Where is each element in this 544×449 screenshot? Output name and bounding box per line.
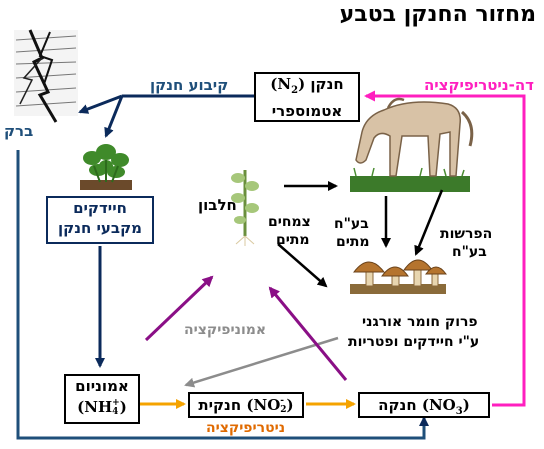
label-dead-plants-2: מתים xyxy=(276,232,310,248)
node-nitrate: חנקה (NO3) xyxy=(358,392,490,418)
label-clover: חלבון xyxy=(198,196,237,214)
ammonium-formula: (NH+4) xyxy=(77,398,127,417)
clover-image xyxy=(231,170,259,246)
atmospheric-nitrogen-line2: אטמוספרי xyxy=(271,102,343,120)
label-nitrogen-fixation: קיבוע חנקן xyxy=(150,76,229,94)
arrow-nitrate-uptake xyxy=(268,286,348,381)
label-decomposition-2: ע"י חיידקים ופטריות xyxy=(348,334,480,350)
nitrite-label: חנקית xyxy=(198,396,242,414)
label-ammonification: אמוניפיקציה xyxy=(184,322,267,338)
fixing-plant-image xyxy=(80,144,132,190)
arrow-dead-plants xyxy=(277,243,328,288)
label-nitrification: ניטריפיקציה xyxy=(206,420,286,436)
arrow-excretions xyxy=(414,189,444,256)
arrow-ammonification xyxy=(184,336,339,388)
atmospheric-nitrogen-label: חנקן xyxy=(310,75,344,93)
nitrate-label: חנקה xyxy=(378,396,417,414)
nitrate-formula: (NO3) xyxy=(421,396,470,417)
arrow-fixation xyxy=(78,94,254,138)
arrow-lightning-nitrate xyxy=(16,150,429,440)
label-dead-animals-1: בע"ח xyxy=(334,216,369,232)
label-excretions-2: בע"ח xyxy=(452,244,487,260)
mushrooms-image xyxy=(350,259,447,294)
page-title: מחזור החנקן בטבע xyxy=(339,2,536,27)
horse-image xyxy=(350,97,474,192)
label-decomposition-1: פרוק חומר אורגני xyxy=(362,314,478,330)
label-excretions-1: הפרשות xyxy=(440,226,493,242)
label-dead-plants-1: צמחים xyxy=(268,214,311,230)
lightning-sketch-image xyxy=(14,29,78,123)
arrow-ammonium-uptake xyxy=(144,275,214,342)
node-ammonium: אמוניום (NH+4) xyxy=(64,374,140,424)
label-lightning: ברק xyxy=(4,122,34,140)
node-atmospheric-nitrogen: חנקן (N2) אטמוספרי xyxy=(254,72,360,122)
node-fixing-bacteria: חיידקים מקבעי חנקן xyxy=(46,196,154,244)
label-dead-animals-2: מתים xyxy=(336,234,370,250)
fixing-bacteria-line2: מקבעי חנקן xyxy=(58,219,142,237)
node-nitrite: חנקית (NO-2) xyxy=(188,392,304,418)
nitrite-formula: (NO-2) xyxy=(246,396,294,415)
label-denitrification: דה-ניטריפיקציה xyxy=(423,76,534,94)
ammonium-label: אמוניום xyxy=(75,377,129,395)
atmospheric-nitrogen-formula: (N2) xyxy=(270,75,306,96)
arrow-denitrification xyxy=(364,90,526,407)
fixing-bacteria-line1: חיידקים xyxy=(73,199,127,217)
